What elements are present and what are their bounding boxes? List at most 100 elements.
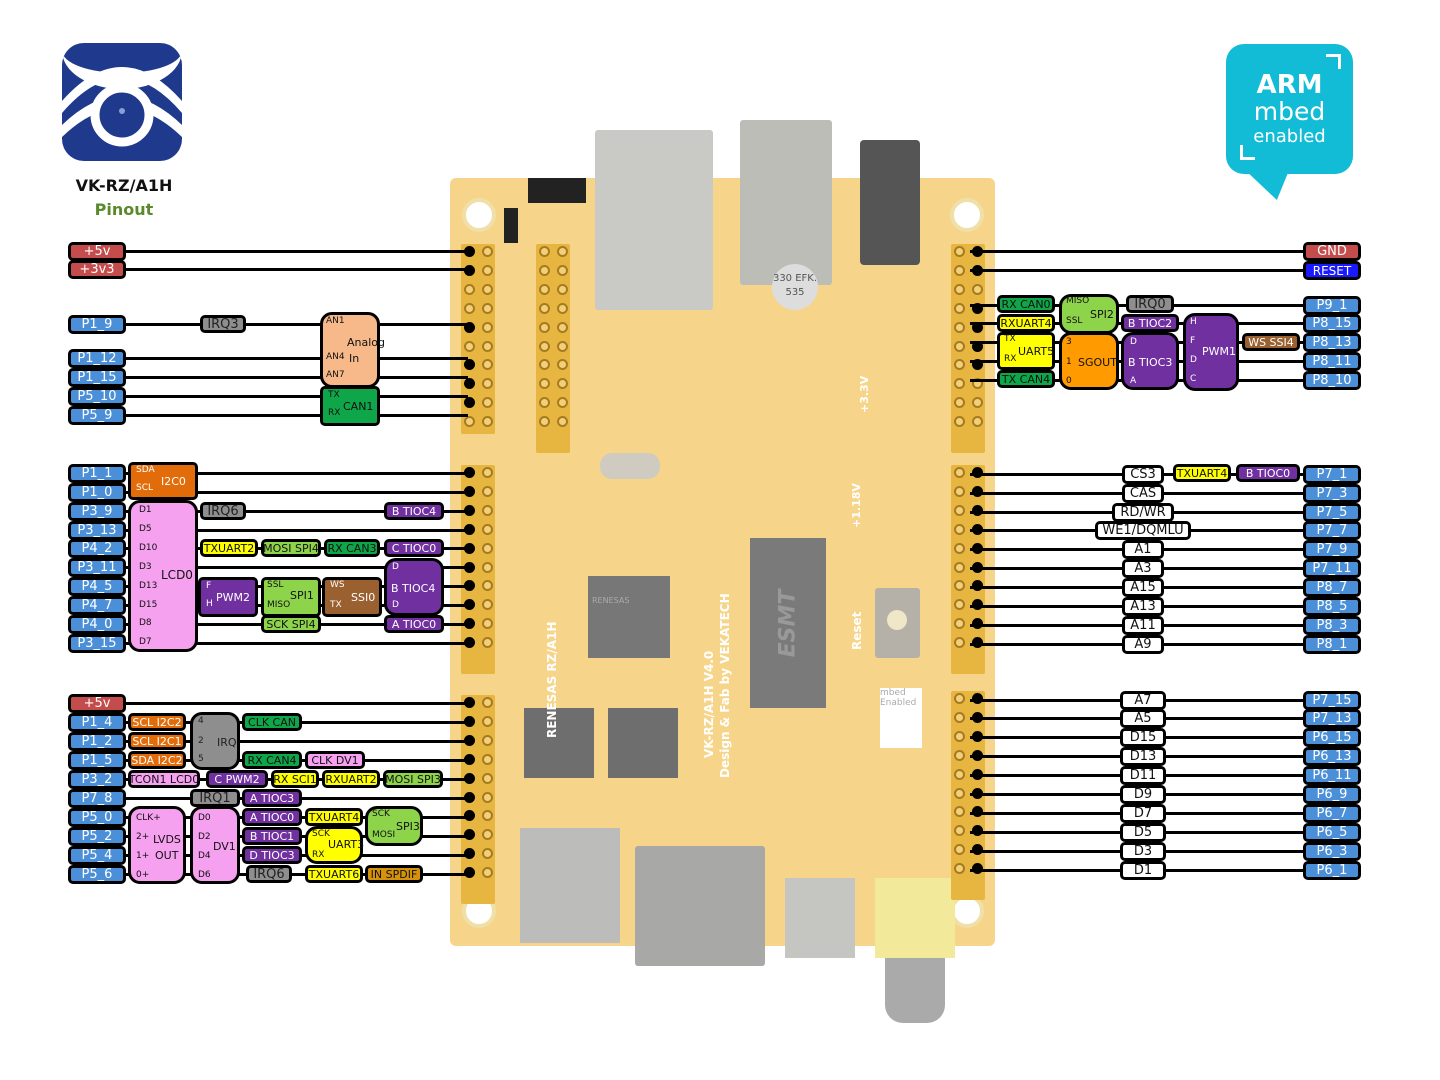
sdram-signal-label: A15 [1122,578,1164,597]
sub-pin-label: MOSI [372,830,396,840]
uart4-tx-label-2: TXUART4 [1173,464,1231,482]
port-label-text: P8_1 [1316,637,1348,652]
data-signal-label: D13 [1120,747,1166,766]
irq1-label-text: IRQ1 [199,790,231,806]
tioc1-b-label: B TIOC1 [242,827,302,845]
sdram-signal-label-text: CAS [1129,486,1157,501]
header-pin [464,416,475,428]
header-pin [482,416,493,428]
port-label: P4_0 [68,615,126,634]
header-pin [954,599,965,611]
port-label: P8_13 [1303,333,1361,352]
header-pin [557,397,568,409]
header-pin [954,618,965,630]
connection-wire [125,642,468,645]
irq6-label-text: IRQ6 [207,503,239,519]
header-pin [954,637,965,649]
mounting-hole [950,198,984,232]
header-pin [972,397,983,409]
irq0-label-text: IRQ0 [1134,296,1166,312]
sub-pin-label: D [1190,355,1197,365]
port-label-text: +5v [83,696,111,711]
port-label-text: P5_0 [81,810,113,825]
port-label: P8_3 [1303,616,1361,635]
can1-title: CAN1 [343,400,374,413]
sdram-signal-label: CS3 [1122,465,1164,484]
header-pin [954,246,965,257]
port-label-text: P4_5 [81,579,113,594]
header-pin [954,787,965,799]
port-label: P4_2 [68,539,126,558]
port-label: P1_0 [68,483,126,502]
lcd0-tcon1-label: TCON1 LCD0 [128,770,200,788]
silkscreen-1v18: +1.18V [850,483,863,528]
eye-icon [62,67,182,147]
port-label-text: P5_6 [81,867,113,882]
data-signal-label-text: D15 [1129,730,1157,745]
header-pin [954,561,965,573]
header-pin [954,749,965,761]
header-pin [482,523,493,535]
header-pin [954,321,965,333]
tioc3-a-label-text: A TIOC3 [249,791,295,805]
header-pin [539,397,550,409]
rca-jack [875,878,955,958]
sdram-signal-label: A3 [1122,559,1164,578]
header-pin [539,416,550,428]
port-label: P7_11 [1303,559,1361,578]
header-pin [464,283,475,295]
pwm2-c-label-text: C PWM2 [214,772,260,786]
mini-usb-connector [785,878,855,958]
connection-wire [125,740,468,743]
connection-wire [125,702,468,705]
data-signal-label: D7 [1120,804,1166,823]
header-pin [972,283,983,295]
reset-button[interactable] [875,588,920,658]
sub-pin-label: RX [312,850,325,860]
sub-pin-label: F [1190,336,1196,346]
sub-pin-label: 4 [198,716,204,726]
port-label: P7_13 [1303,709,1361,728]
irq6-label-2-text: IRQ6 [253,866,285,882]
tioc0-a-label-2-text: A TIOC0 [249,810,295,824]
port-label-text: P7_15 [1312,693,1352,708]
header-pin [539,340,550,352]
header-pin [954,711,965,723]
silkscreen-board-version: VK-RZ/A1H V4.0 [702,650,716,758]
sub-pin-label: D0 [198,813,211,823]
header-pin [482,246,493,257]
sub-pin-label: AN7 [326,370,345,380]
port-label-text: P6_1 [1316,863,1348,878]
data-signal-label: D3 [1120,842,1166,861]
tioc3-title: B TIOC3 [1128,356,1173,369]
header-pin [482,715,493,727]
header-pin [464,359,475,371]
badge-enabled: enabled [1253,126,1326,147]
badge-mbed: mbed [1253,97,1326,126]
port-label-text: P5_9 [81,408,113,423]
port-label-text: P3_13 [77,523,117,538]
port-label: P1_4 [68,713,126,732]
spdif-in-label-text: IN SPDIF [370,867,418,881]
silkscreen-reset: Reset [850,611,864,650]
uart5-title: UART5 [1018,345,1055,358]
sub-pin-label: H [1190,317,1197,327]
port-label-text: P1_12 [77,351,117,366]
connection-wire [125,472,468,475]
spi4-mosi-label: MOSI SPI4 [261,539,321,557]
port-label: P8_5 [1303,597,1361,616]
uart6-tx-label: TXUART6 [305,865,363,883]
sdram-signal-label-text: A15 [1130,580,1156,595]
port-label-text: P9_1 [1316,298,1348,313]
header-pin [557,359,568,371]
port-label-text: P7_9 [1316,542,1348,557]
port-label: +5v [68,242,126,261]
port-label: P3_2 [68,770,126,789]
lvds-title: LVDS [153,833,181,846]
uart3-title: UART3 [328,838,365,851]
port-label: P5_2 [68,827,126,846]
port-label: P5_10 [68,387,126,406]
header-pin [464,302,475,314]
